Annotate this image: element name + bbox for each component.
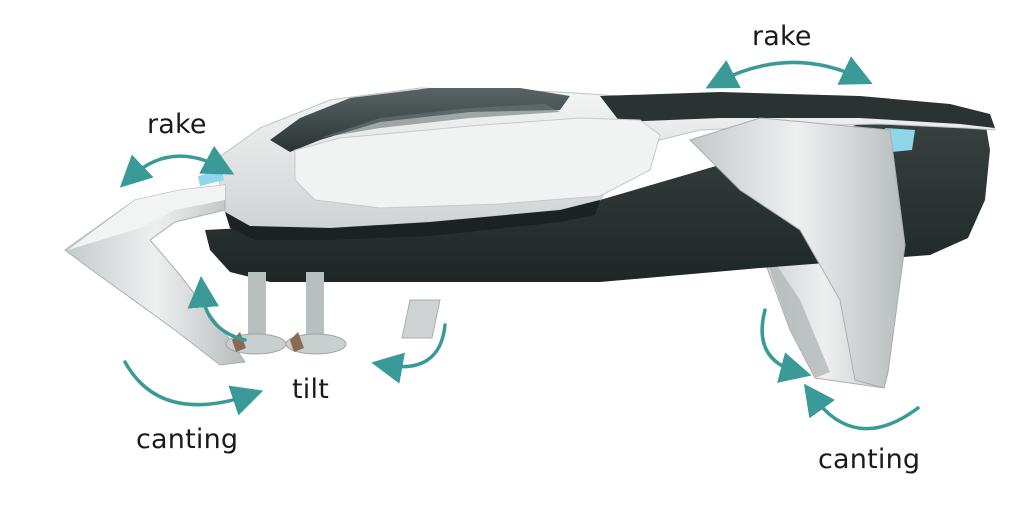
- front-foil: [64, 184, 246, 366]
- canting-rear-bottom-arrow: [803, 383, 920, 431]
- rake-front-arrow: [119, 145, 235, 188]
- propulsion-pods: [225, 272, 441, 355]
- rake-rear-label: rake: [752, 21, 812, 52]
- canting-front-arrow: [123, 360, 264, 416]
- canting-front-label: canting: [136, 424, 239, 455]
- canting-rear-top-arrow: [760, 308, 812, 383]
- rake-front-label: rake: [147, 109, 207, 140]
- tilt-label: tilt: [292, 374, 329, 405]
- tilt-arrow: [371, 323, 447, 384]
- pitch-front-arrow: [187, 276, 247, 342]
- motion-arrows: [119, 56, 920, 431]
- rear-foil-strut: [689, 117, 906, 389]
- canting-rear-label: canting: [818, 444, 921, 475]
- rake-rear-arrow: [705, 56, 873, 89]
